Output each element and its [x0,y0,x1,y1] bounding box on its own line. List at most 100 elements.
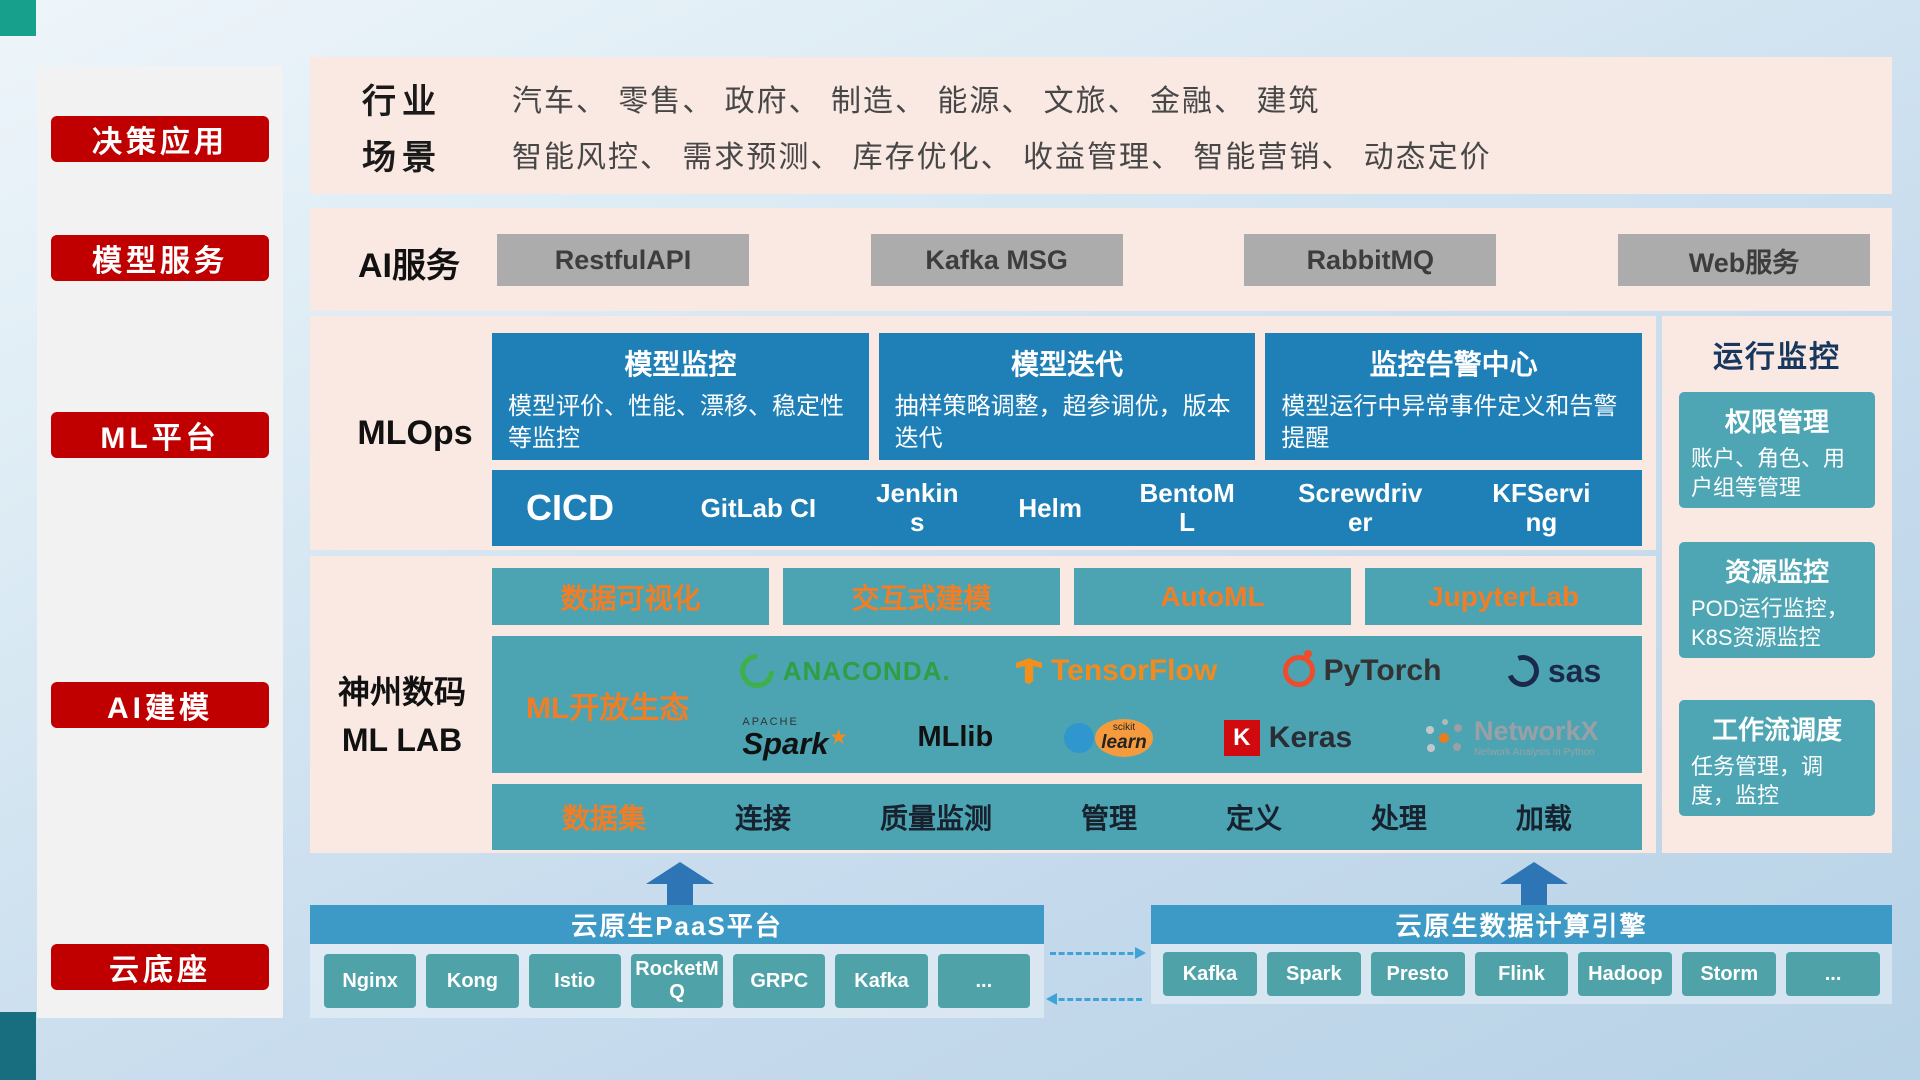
istio-chip[interactable]: Istio [528,954,621,1008]
networkx-logo: NetworkX Network Analysis in Python [1423,717,1599,758]
spark-logo: APACHE Spark★ [742,715,847,759]
define-label: 定义 [1225,803,1282,834]
spark-apache-label: APACHE [742,715,799,728]
ai-service-buttons: RestfulAPI Kafka MSG RabbitMQ Web服务 [497,234,1870,286]
networkx-label: NetworkX [1474,716,1599,747]
jupyterlab-button[interactable]: JupyterLab [1365,568,1642,625]
automl-button[interactable]: AutoML [1074,568,1351,625]
networkx-icon [1439,732,1449,743]
card-body: 抽样策略调整，超参调优，版本迭代 [894,393,1231,452]
kong-chip[interactable]: Kong [426,954,519,1008]
load-label: 加载 [1515,803,1572,834]
manage-label: 管理 [1080,803,1137,834]
paas-chips: Nginx Kong Istio RocketMQ GRPC Kafka ... [310,944,1044,1018]
dataset-pipeline-bar: 数据集 连接 质量监测 管理 定义 处理 加载 [492,784,1642,850]
cicd-items: GitLab CI Jenkins Helm BentoML Screwdriv… [656,479,1642,536]
ai-service-panel: AI服务 RestfulAPI Kafka MSG RabbitMQ Web服务 [310,208,1892,311]
card-title: 权限管理 [1724,407,1829,437]
industry-row: 行业 汽车、 零售、 政府、 制造、 能源、 文旅、 金融、 建筑 [362,69,1872,127]
resource-monitoring-card: 资源监控 POD运行监控，K8S资源监控 [1679,542,1875,658]
kafka-msg-button[interactable]: Kafka MSG [870,234,1123,286]
ml-lab-label: 神州数码 ML LAB [322,668,482,764]
card-body: 模型评价、性能、漂移、稳定性等监控 [508,393,844,452]
quality-monitor-label: 质量监测 [879,803,992,834]
interactive-modeling-button[interactable]: 交互式建模 [783,568,1060,625]
model-monitoring-card: 模型监控 模型评价、性能、漂移、稳定性等监控 [492,333,869,460]
paas-platform-header: 云原生PaaS平台 [310,905,1044,944]
nginx-chip[interactable]: Nginx [324,954,417,1008]
industry-panel: 行业 汽车、 零售、 政府、 制造、 能源、 文旅、 金融、 建筑 场景 智能风… [310,57,1892,194]
sas-logo: sas [1501,649,1602,693]
helm-item: Helm [1018,492,1082,523]
card-title: 监控告警中心 [1369,349,1538,380]
scikit-label: scikit [1112,722,1136,734]
spark-star-icon: ★ [830,726,847,747]
bentoml-item: BentoML [1139,478,1235,537]
industry-label: 行业 [362,82,442,121]
ml-lab-label-line1: 神州数码 [337,674,466,710]
learn-label: learn [1101,732,1147,754]
grpc-chip[interactable]: GRPC [733,954,826,1008]
decor-square-bottom-left [0,1012,36,1080]
card-title: 模型监控 [624,349,737,380]
storm-engine-chip[interactable]: Storm [1682,952,1777,996]
rocketmq-chip[interactable]: RocketMQ [630,954,724,1008]
tensorflow-icon [1016,658,1043,685]
more-engine-chip[interactable]: ... [1786,952,1881,996]
sidebar-item-cloud-base[interactable]: 云底座 [51,944,269,990]
cicd-bar: CICD GitLab CI Jenkins Helm BentoML Scre… [492,470,1642,546]
scikit-blue-circle-icon [1064,722,1094,753]
hadoop-engine-chip[interactable]: Hadoop [1578,952,1673,996]
networkx-subtitle: Network Analysis in Python [1474,747,1595,759]
card-body: 模型运行中异常事件定义和告警提醒 [1281,393,1618,452]
pytorch-flame-dot [1303,650,1312,659]
process-label: 处理 [1370,803,1427,834]
networkx-wordmark: NetworkX Network Analysis in Python [1474,717,1599,758]
sidebar-item-decision-apps[interactable]: 决策应用 [51,116,269,162]
pytorch-label: PyTorch [1323,654,1442,688]
mllib-logo: MLlib [917,721,994,754]
anaconda-label: ANACONDA. [782,655,951,686]
sas-icon [1501,649,1545,693]
presto-engine-chip[interactable]: Presto [1370,952,1465,996]
ml-lab-label-line2: ML LAB [341,722,463,758]
scenario-label: 场景 [362,138,442,177]
data-visualization-button[interactable]: 数据可视化 [492,568,769,625]
ecosystem-logo-row-1: ANACONDA. TensorFlow PyTorch sas [707,638,1634,705]
screwdriver-item: Screwdriver [1298,478,1423,537]
spark-engine-chip[interactable]: Spark [1266,952,1361,996]
web-service-button[interactable]: Web服务 [1617,234,1870,286]
kafka-chip[interactable]: Kafka [835,954,928,1008]
sidebar-item-model-service[interactable]: 模型服务 [51,235,269,281]
kafka-engine-chip[interactable]: Kafka [1163,952,1257,996]
pytorch-logo: PyTorch [1282,650,1442,688]
card-body: 任务管理，调度，监控 [1691,754,1824,808]
more-chip[interactable]: ... [937,954,1030,1008]
ml-lab-panel: 神州数码 ML LAB 数据可视化 交互式建模 AutoML JupyterLa… [310,556,1656,853]
keras-icon: K [1223,719,1260,756]
ecosystem-logo-row-2: APACHE Spark★ MLlib scikit learn K [707,705,1634,772]
gitlab-ci-item: GitLab CI [700,492,817,523]
up-arrow-right-icon [1500,862,1568,906]
sidebar: 决策应用 模型服务 ML平台 AI建模 云底座 [37,66,283,1018]
pytorch-icon [1282,650,1315,688]
keras-label: Keras [1268,720,1353,754]
anaconda-icon [732,647,781,696]
ml-ecosystem-label: ML开放生态 [526,691,690,725]
rabbitmq-button[interactable]: RabbitMQ [1244,234,1497,286]
anaconda-logo: ANACONDA. [732,647,951,696]
dashed-arrow-right-icon [1050,947,1146,959]
mlops-label: MLOps [357,414,473,452]
sidebar-item-ml-platform[interactable]: ML平台 [51,412,269,458]
ai-service-label: AI服务 [358,247,460,285]
decor-square-top-left [0,0,36,36]
restfulapi-button[interactable]: RestfulAPI [497,234,749,286]
card-title: 资源监控 [1724,557,1829,587]
connect-label: 连接 [734,803,791,834]
sidebar-item-ai-modeling[interactable]: AI建模 [51,682,269,728]
sas-label: sas [1547,652,1602,689]
ml-ecosystem-box: ML开放生态 ANACONDA. TensorFlow PyTorch [492,636,1642,773]
scenario-row: 场景 智能风控、 需求预测、 库存优化、 收益管理、 智能营销、 动态定价 [362,125,1872,183]
flink-engine-chip[interactable]: Flink [1474,952,1569,996]
